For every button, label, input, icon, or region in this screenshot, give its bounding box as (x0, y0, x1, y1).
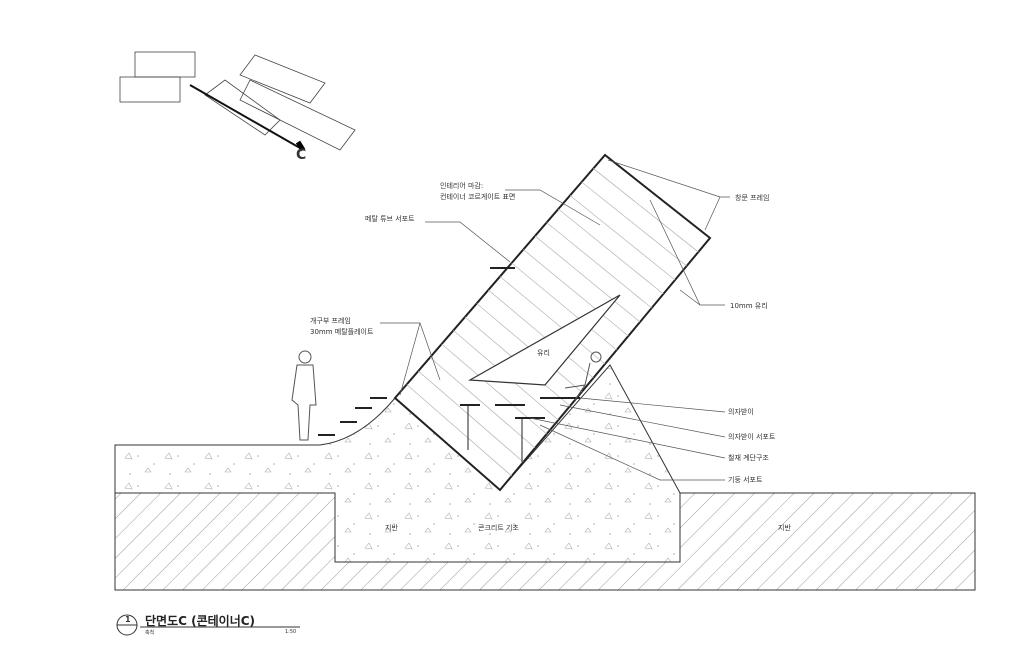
corrugation-rib (546, 222, 652, 309)
key-plan (119, 51, 356, 152)
label-glass-10mm: 10mm 유리 (730, 302, 768, 310)
label-window-frame: 창문 프레임 (735, 194, 770, 202)
corrugation-rib (511, 262, 617, 351)
stairs (318, 397, 580, 462)
corrugation-rib (429, 357, 536, 449)
concrete-foundation (114, 364, 681, 563)
corrugation-rib (558, 208, 664, 295)
label-opening-frame-2: 30mm 메탈플레이트 (310, 328, 374, 336)
person-figure (291, 350, 602, 441)
label-ground-right: 지반 (778, 524, 791, 532)
drawing-number: 1 (125, 615, 131, 624)
label-interior-finish: 인테리어 마감: (440, 182, 484, 190)
leader-lines (380, 159, 730, 481)
label-opening-frame: 개구부 프레임 (310, 317, 351, 325)
corrugation-rib (499, 276, 606, 365)
label-concrete-foundation: 콘크리트 기초 (478, 524, 519, 532)
glass-window (467, 294, 621, 386)
section-marker: C (296, 147, 307, 163)
label-steel-stair: 철재 계단구조 (728, 454, 769, 462)
label-interior-finish-2: 컨테이너 코르게이트 표면 (440, 193, 516, 201)
label-column-support: 기둥 서포트 (728, 476, 763, 484)
corrugation-rib (581, 181, 687, 267)
label-seat-rest-support: 의자받이 서포트 (728, 433, 776, 441)
corrugation-rib (523, 249, 629, 337)
label-glass: 유리 (537, 349, 550, 357)
corrugation-rib (418, 370, 524, 463)
label-metal-tube-support: 메탈 튜브 서포트 (365, 215, 415, 223)
corrugation-rib (488, 289, 594, 379)
drawing-title: 단면도C (콘테이너C) (145, 614, 256, 628)
label-seat-rest: 의자받이 (728, 408, 754, 416)
corrugation-rib (534, 235, 641, 323)
container (393, 153, 712, 492)
title-block (116, 614, 300, 636)
scale-label: 축척 (145, 630, 155, 636)
corrugation-rib (569, 195, 676, 281)
corrugation-rib (406, 384, 512, 477)
corrugation-rib (593, 168, 699, 253)
label-ground-left: 지반 (385, 524, 398, 532)
scale-value: 1:50 (285, 629, 297, 635)
